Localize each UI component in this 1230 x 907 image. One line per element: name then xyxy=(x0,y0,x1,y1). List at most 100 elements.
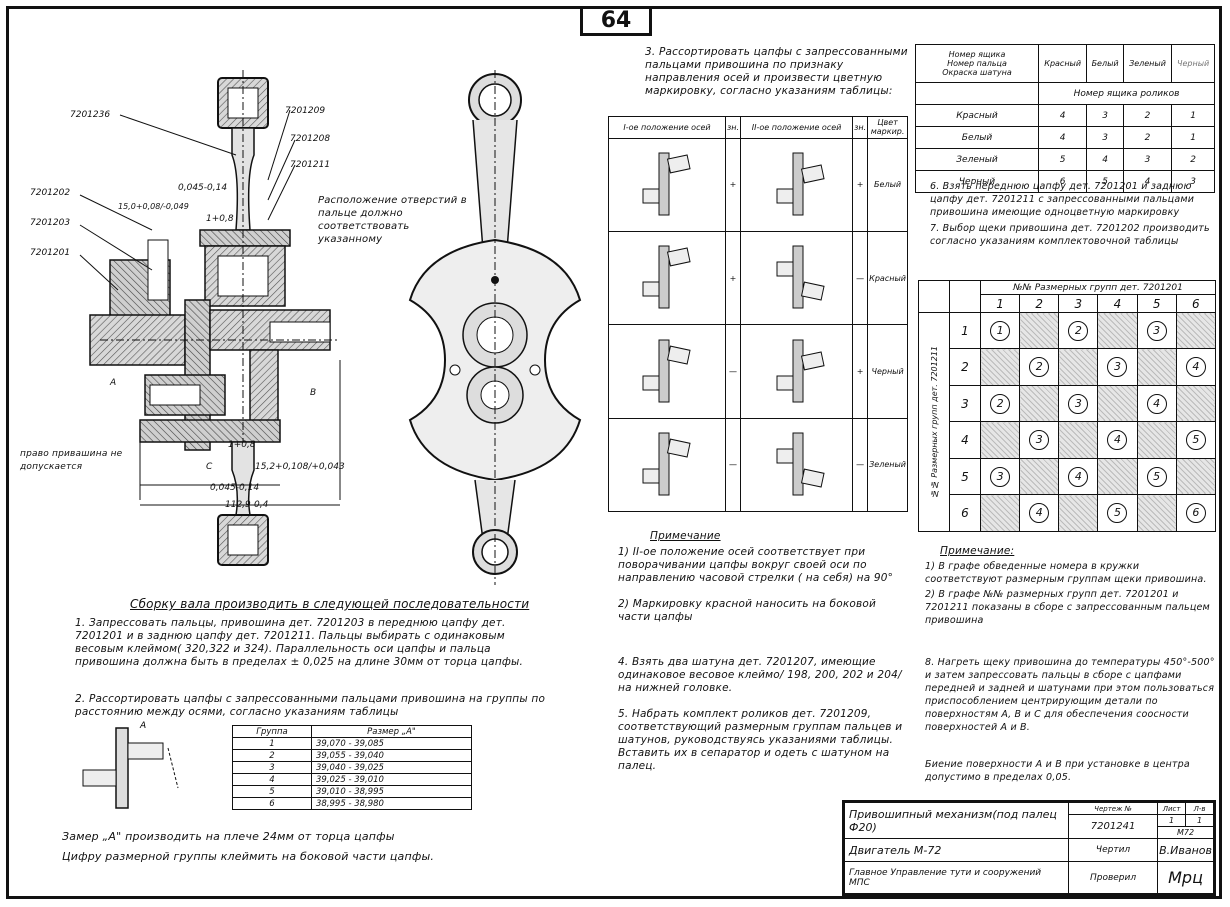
size-group: 1 xyxy=(232,737,312,750)
grid-cell: 2 xyxy=(1058,311,1099,350)
cheek-group-circle: 4 xyxy=(1068,466,1089,487)
step-4: 4. Взять два шатуна дет. 7201207, имеющи… xyxy=(618,656,902,694)
axis-sketch-2 xyxy=(740,324,854,419)
axis-sign: + xyxy=(852,324,869,419)
grid-cell-hatched xyxy=(1058,421,1099,459)
group-grid-row-title: №№ Размерных групп дет. 7201211 xyxy=(918,312,950,532)
part-label-7201201: 7201201 xyxy=(30,248,71,258)
axis-color: Красный xyxy=(867,231,908,326)
grid-cell-hatched xyxy=(1136,494,1177,532)
organization: Главное Управление тути и сооружений МПС xyxy=(844,861,1069,894)
cheek-group-circle: 2 xyxy=(990,393,1011,414)
svg-text:А: А xyxy=(139,721,146,731)
corner-label: Номер пальца xyxy=(947,59,1007,68)
surface-letter-b: В xyxy=(310,388,317,398)
rod-color: Красный xyxy=(915,104,1039,127)
box-no: 4 xyxy=(1086,148,1124,171)
corner-label: Окраска шатуна xyxy=(942,68,1012,77)
grid-cell-hatched xyxy=(1058,494,1099,532)
drawing-title: Привошипный механизм(под палец Ф20) xyxy=(844,802,1069,839)
rod-color: Белый xyxy=(915,126,1039,149)
sheet-label: Лист xyxy=(1157,802,1187,815)
grid-cell: 6 xyxy=(1175,494,1217,532)
cheek-group-circle: 4 xyxy=(1185,357,1206,378)
axis-sketch-2 xyxy=(740,137,854,233)
size-table-header: Группа xyxy=(232,725,312,738)
dim-label: 112,9-0,4 xyxy=(225,500,269,510)
corner-label: Номер ящика xyxy=(948,50,1006,59)
grid-cell-hatched xyxy=(979,421,1021,459)
box-no: 4 xyxy=(1037,104,1088,127)
grid-col-head: 4 xyxy=(1097,294,1138,313)
part-label-7201211: 7201211 xyxy=(290,160,331,170)
hole-position-note: Расположение отверстий в пальце должно с… xyxy=(318,195,467,245)
cheek-group-circle: 3 xyxy=(990,466,1011,487)
checked-by-label: Проверил xyxy=(1067,861,1159,894)
drawn-by-signature: В.Иванов xyxy=(1157,837,1214,863)
measure-sketch: А xyxy=(82,721,179,809)
cheek-group-circle: 5 xyxy=(1185,430,1206,451)
cheek-group-circle: 3 xyxy=(1068,393,1089,414)
grid-cell-hatched xyxy=(1097,457,1138,496)
grid-cell: 4 xyxy=(1175,348,1217,386)
cheek-group-circle: 4 xyxy=(1029,503,1050,524)
grid-row-head: 4 xyxy=(949,421,981,459)
axis-header: зн. xyxy=(724,116,742,139)
box-no: 3 xyxy=(1122,148,1173,171)
dim-label: 15,2+0,108/+0,043 xyxy=(255,462,345,472)
runout-note: Биение поверхности А и В при установке в… xyxy=(925,759,1190,783)
grid-cell: 4 xyxy=(1136,384,1177,423)
box-no: 2 xyxy=(1122,126,1173,149)
step-6: 6. Взять переднюю цапфу дет. 7201201 и з… xyxy=(930,181,1195,218)
sheet-value: 1 xyxy=(1157,814,1187,827)
grid-cell-hatched xyxy=(1175,457,1217,496)
grid-cell: 3 xyxy=(979,457,1021,496)
part-label-7201208: 7201208 xyxy=(290,134,331,144)
axis-sign: — xyxy=(724,324,742,419)
axis-sketch-1 xyxy=(608,417,726,513)
axis-header: Цвет маркир. xyxy=(867,116,908,139)
size-range: 39,040 - 39,025 xyxy=(311,761,472,774)
box-no: 5 xyxy=(1037,148,1088,171)
cheek-group-circle: 3 xyxy=(1107,357,1128,378)
color-col: Зеленый xyxy=(1122,44,1173,83)
axis-color: Белый xyxy=(867,137,908,233)
box-no: 4 xyxy=(1037,126,1088,149)
dim-label: 0,045-0,14 xyxy=(210,483,260,493)
size-range: 39,055 - 39,040 xyxy=(311,749,472,762)
grid-cell: 2 xyxy=(979,384,1021,423)
group-selection-grid: №№ Размерных групп дет. 7201201 1 2 3 4 … xyxy=(918,280,1217,532)
cheek-group-circle: 2 xyxy=(1029,357,1050,378)
sheet-label: Л-в xyxy=(1185,802,1214,815)
grid-col-head: 2 xyxy=(1019,294,1060,313)
step-2: 2. Рассортировать цапфы с запрессованным… xyxy=(75,693,546,718)
grid-cell-hatched xyxy=(1136,421,1177,459)
axis-color: Черный xyxy=(867,324,908,419)
grid-col-head: 3 xyxy=(1058,294,1099,313)
axis-sketch-1 xyxy=(608,324,726,419)
color-col: Белый xyxy=(1086,44,1124,83)
color-table-corner: Номер ящика Номер пальца Окраска шатуна xyxy=(915,44,1039,83)
grid-cell-hatched xyxy=(1097,311,1138,350)
drawing-number: 7201241 xyxy=(1067,814,1159,839)
color-col: Красный xyxy=(1037,44,1088,83)
sheet-value: 1 xyxy=(1185,814,1214,827)
box-no: 4 xyxy=(1122,170,1173,193)
crankshaft-section-drawing xyxy=(79,70,341,566)
cheek-group-circle: 1 xyxy=(990,320,1011,341)
box-no: 3 xyxy=(1171,170,1215,193)
cheek-group-circle: 2 xyxy=(1068,320,1089,341)
box-no: 2 xyxy=(1122,104,1173,127)
grid-row-head: 5 xyxy=(949,457,981,496)
cheek-group-circle: 4 xyxy=(1107,430,1128,451)
axis-sign: + xyxy=(724,231,742,326)
axis-header: II-ое положение осей xyxy=(740,116,854,139)
note-1-item-1: 1) II-ое положение осей соответствует пр… xyxy=(618,546,894,584)
row-title-text: №№ Размерных групп дет. 7201211 xyxy=(929,345,939,499)
grid-cell: 3 xyxy=(1136,311,1177,350)
grid-col-head: 5 xyxy=(1136,294,1177,313)
dim-label: 0,045-0,14 xyxy=(178,183,228,193)
size-range: 39,010 - 38,995 xyxy=(311,785,472,798)
page-number: 64 xyxy=(580,6,652,36)
part-label-7201236: 7201236 xyxy=(70,110,111,120)
